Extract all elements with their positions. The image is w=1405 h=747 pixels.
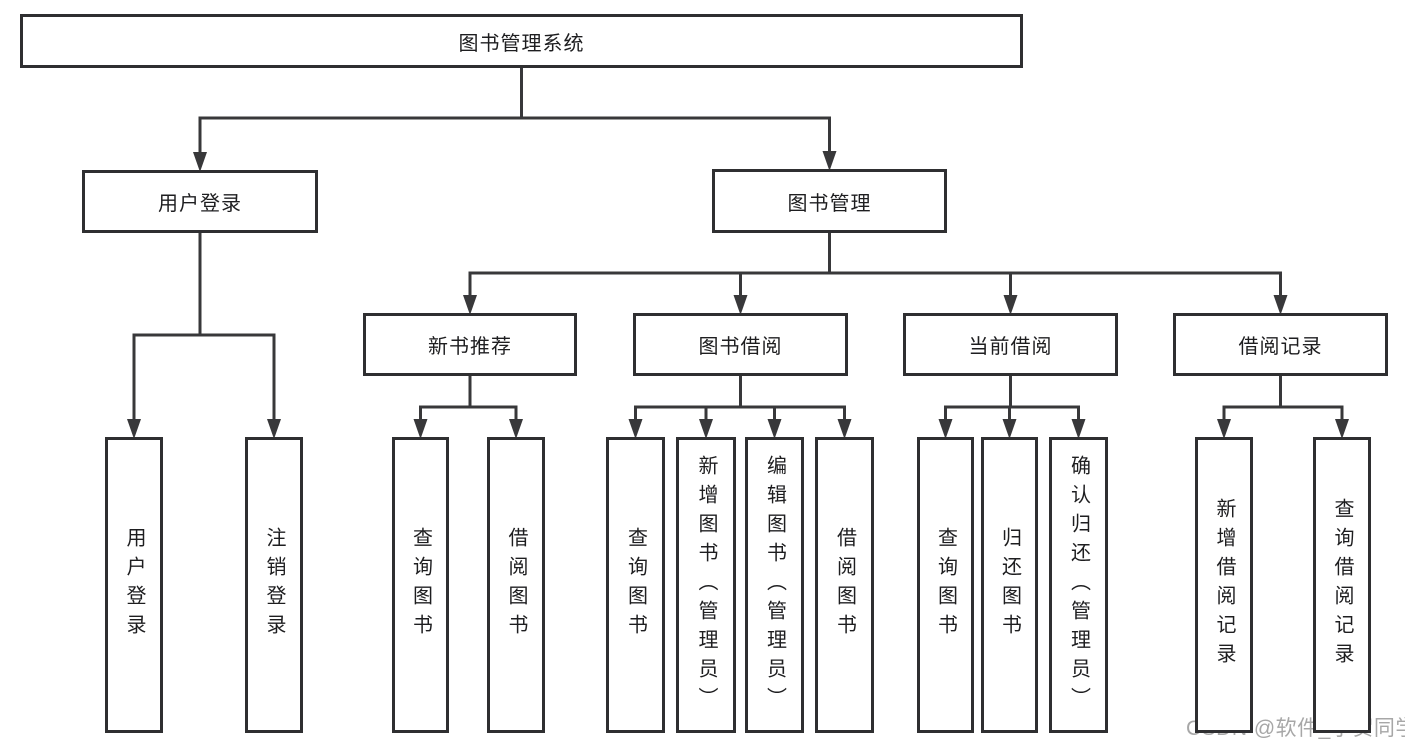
node-book-mgmt: 图书管理	[712, 169, 947, 233]
node-leaf-user-login: 用户登录	[105, 437, 163, 733]
node-leaf-return: 归还图书	[981, 437, 1038, 733]
node-leaf-confirm: 确认归还（管理员）	[1049, 437, 1108, 733]
node-leaf-edit-book: 编辑图书（管理员）	[745, 437, 804, 733]
node-borrow-records: 借阅记录	[1173, 313, 1388, 376]
node-user-login: 用户登录	[82, 170, 318, 233]
node-label: 注销登录	[263, 527, 285, 643]
node-leaf-add-rec: 新增借阅记录	[1195, 437, 1253, 733]
node-label: 归还图书	[998, 527, 1021, 643]
node-book-borrow: 图书借阅	[633, 313, 848, 376]
node-leaf-query-2: 查询图书	[606, 437, 665, 733]
node-label: 新增借阅记录	[1213, 498, 1235, 672]
node-leaf-query-rec: 查询借阅记录	[1313, 437, 1371, 733]
node-current-borrow: 当前借阅	[903, 313, 1118, 376]
node-label: 图书借阅	[698, 336, 783, 358]
node-label: 图书管理	[787, 192, 872, 215]
node-leaf-logout: 注销登录	[245, 437, 303, 733]
node-label: 确认归还（管理员）	[1067, 454, 1090, 716]
node-label: 用户登录	[158, 193, 242, 215]
node-label: 图书管理系统	[458, 32, 585, 55]
node-new-book-rec: 新书推荐	[363, 313, 577, 376]
node-label: 借阅图书	[833, 527, 856, 643]
node-leaf-borrow-2: 借阅图书	[815, 437, 874, 733]
node-label: 查询借阅记录	[1331, 498, 1353, 672]
node-label: 查询图书	[934, 527, 957, 643]
node-label: 查询图书	[624, 527, 647, 643]
node-label: 查询图书	[409, 527, 432, 643]
node-leaf-borrow-1: 借阅图书	[487, 437, 545, 733]
node-leaf-add-book: 新增图书（管理员）	[676, 437, 736, 733]
node-label: 编辑图书（管理员）	[763, 454, 786, 716]
node-label: 新书推荐	[428, 336, 512, 358]
node-label: 新增图书（管理员）	[695, 454, 717, 716]
node-label: 当前借阅	[968, 336, 1053, 358]
node-leaf-query-3: 查询图书	[917, 437, 974, 733]
node-label: 借阅记录	[1238, 336, 1323, 358]
node-label: 借阅图书	[505, 527, 527, 643]
node-label: 用户登录	[123, 527, 145, 643]
node-root: 图书管理系统	[20, 14, 1023, 68]
node-leaf-query-1: 查询图书	[392, 437, 449, 733]
